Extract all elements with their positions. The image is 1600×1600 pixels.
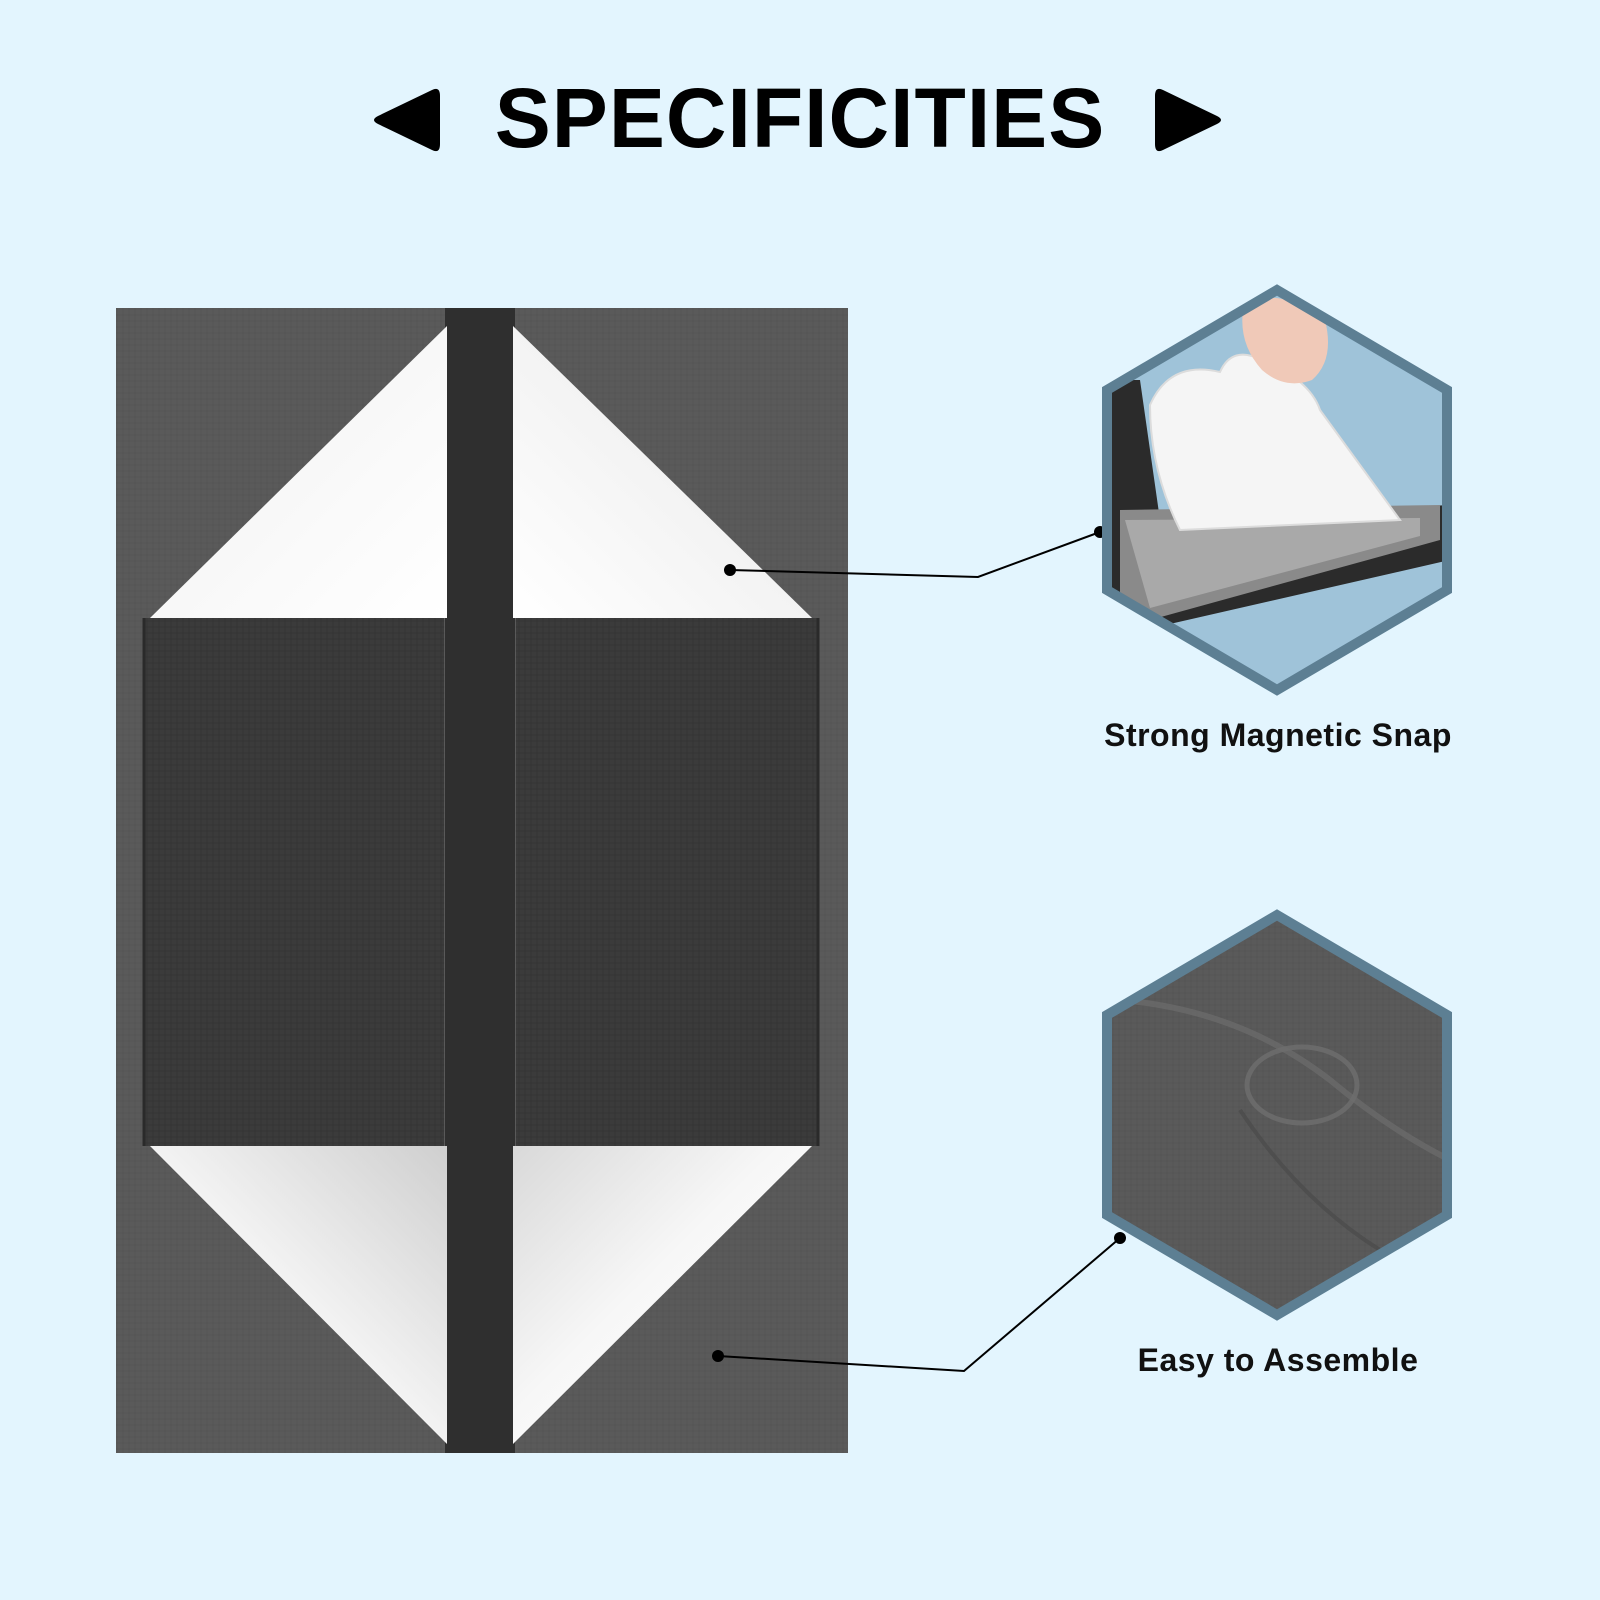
magnetic-sticker-closeup bbox=[1102, 284, 1452, 696]
box-right-panel bbox=[516, 618, 818, 1146]
folding-gift-box bbox=[116, 308, 848, 1453]
box-center-spine bbox=[445, 308, 515, 1453]
callout-label-easy-assemble: Easy to Assemble bbox=[1137, 1342, 1419, 1378]
callout-connectors bbox=[712, 526, 1126, 1373]
box-left-panel bbox=[144, 618, 444, 1146]
flap-top-left bbox=[150, 326, 447, 618]
flap-bottom-left bbox=[150, 1146, 447, 1444]
heading-row: SPECIFICITIES bbox=[0, 68, 1600, 168]
triangle-right-icon bbox=[1155, 88, 1221, 152]
flap-bottom-right bbox=[513, 1146, 812, 1444]
fabric-texture-closeup bbox=[1102, 909, 1452, 1321]
page-title: SPECIFICITIES bbox=[494, 71, 1106, 165]
triangle-left-icon bbox=[374, 88, 440, 152]
flap-top-right bbox=[513, 326, 812, 618]
callout-label-magnetic-snap: Strong Magnetic Snap bbox=[1104, 717, 1452, 753]
